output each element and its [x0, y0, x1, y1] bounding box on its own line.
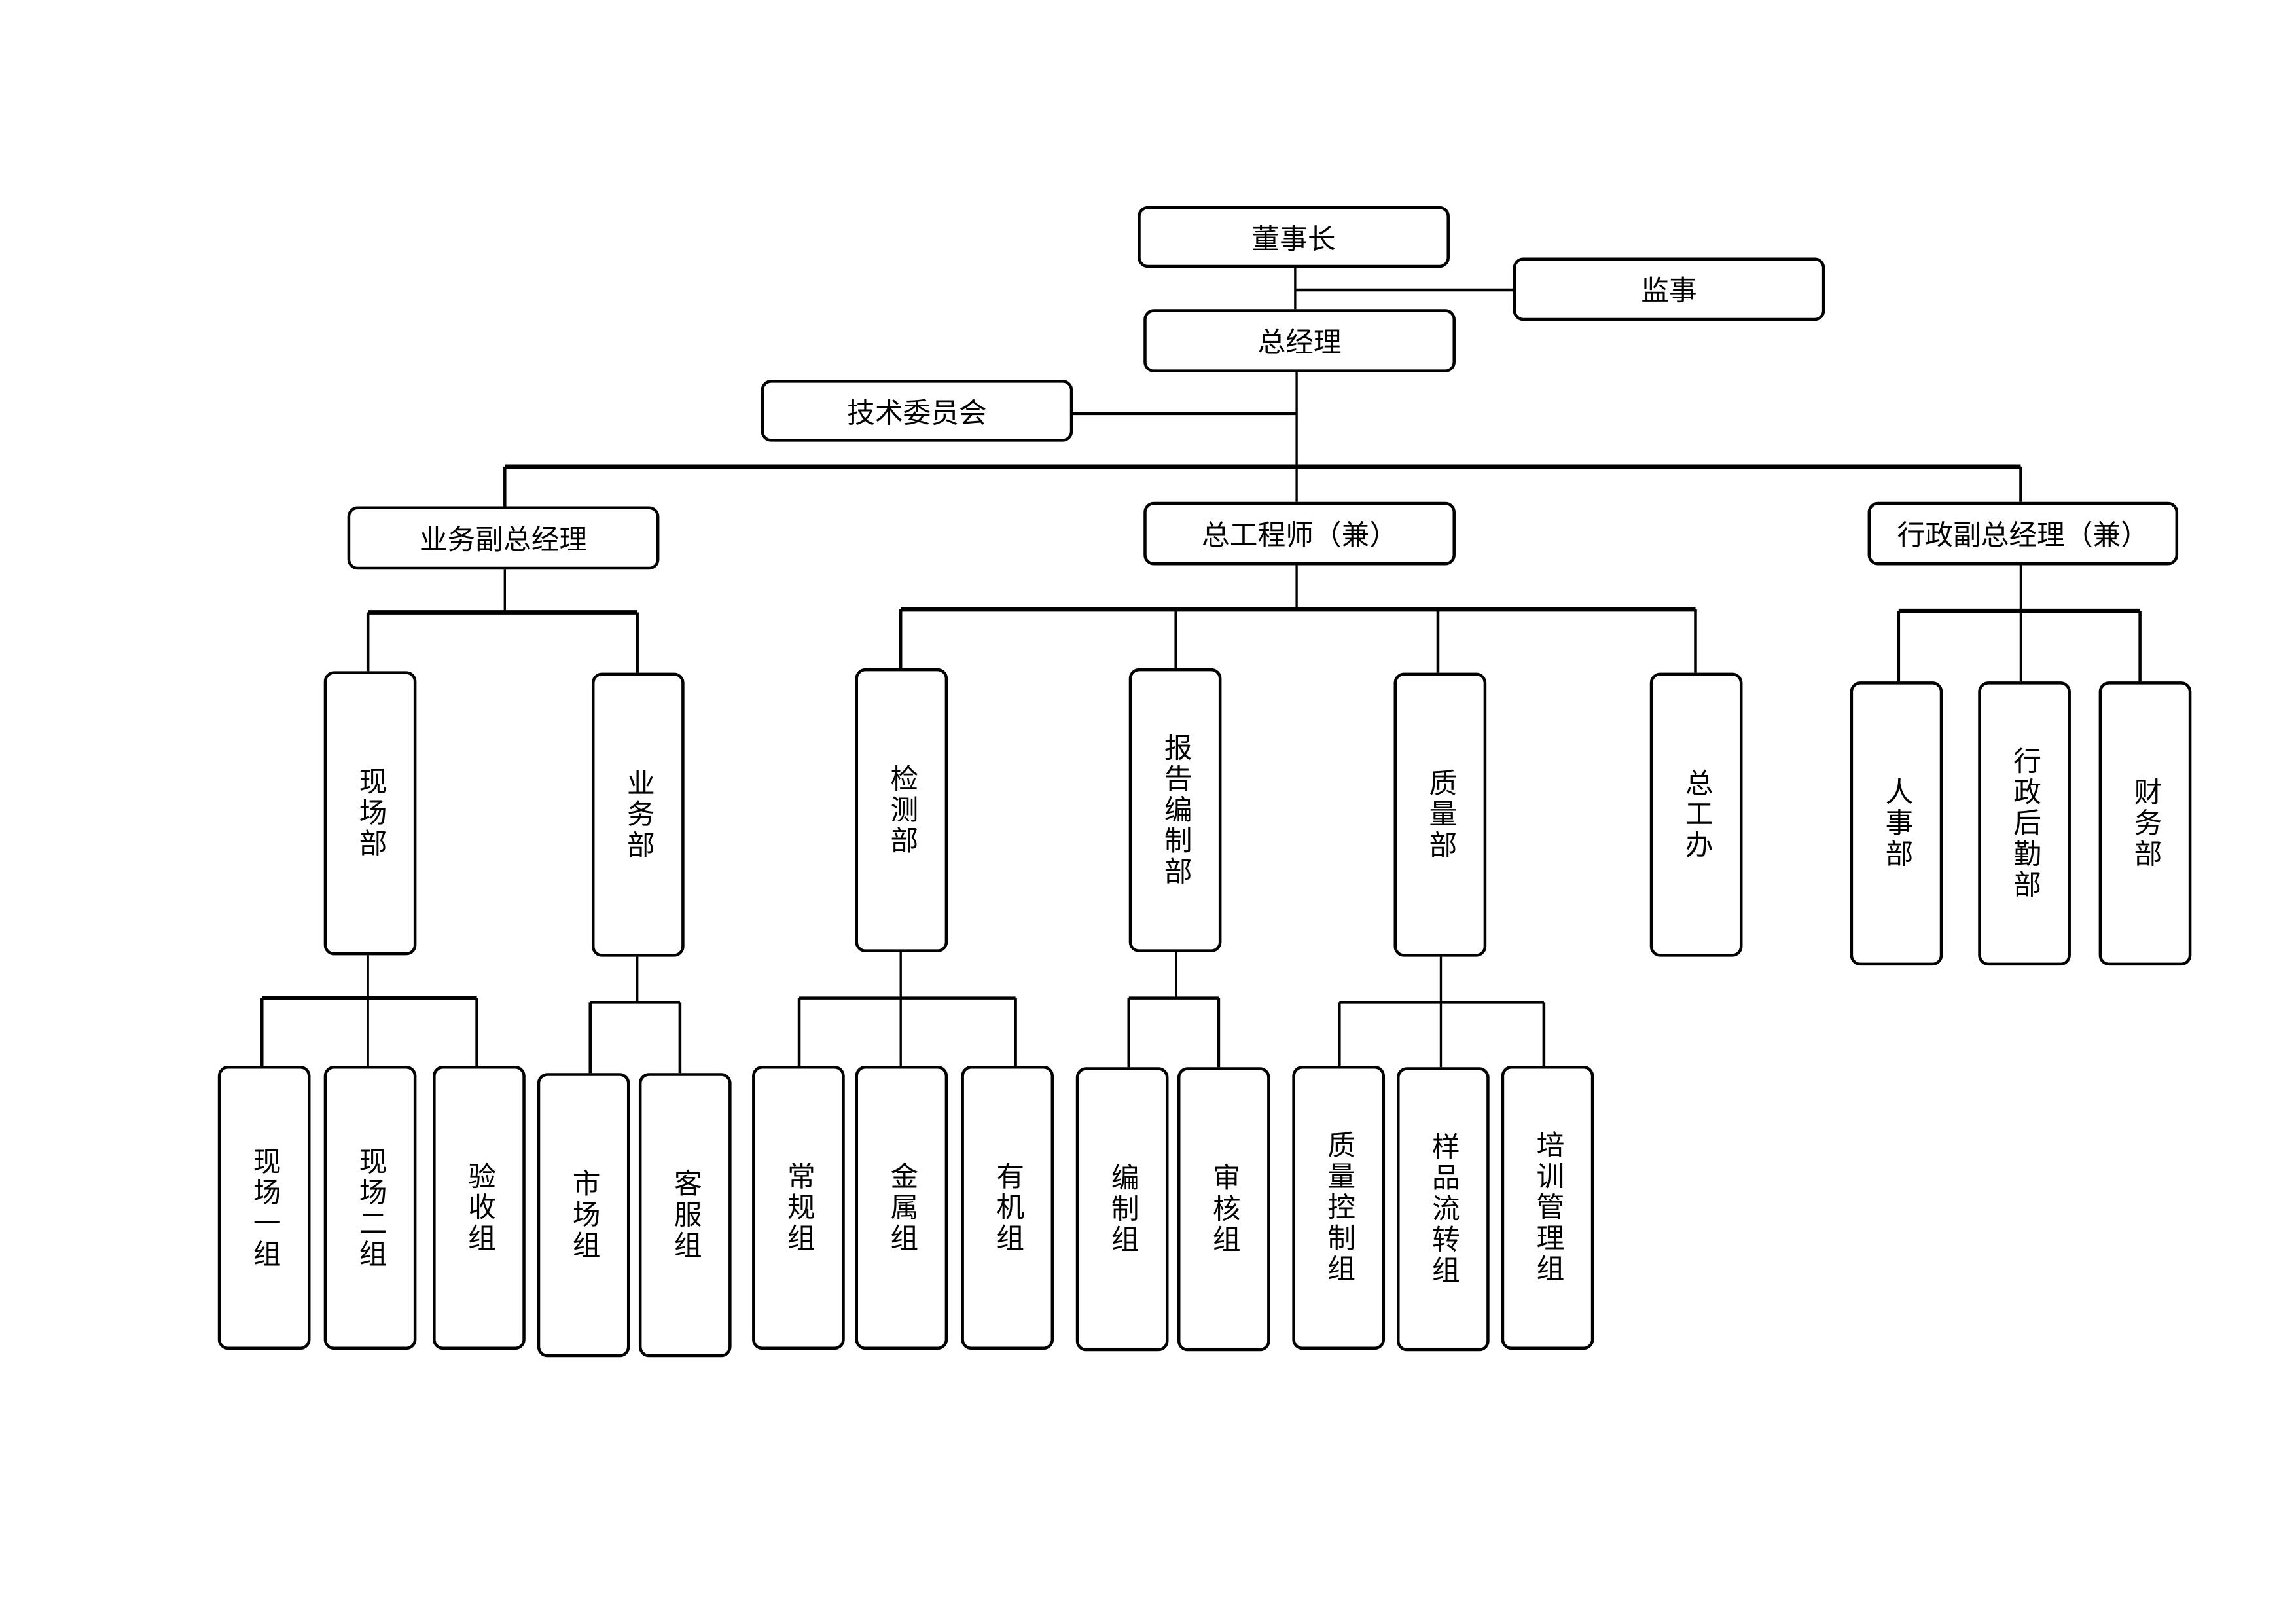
node-group: 有机组: [961, 1066, 1054, 1350]
node-tech-committee: 技术委员会: [761, 380, 1073, 442]
node-department: 检测部: [855, 668, 948, 952]
node-chairman: 董事长: [1138, 206, 1450, 268]
node-label: 人事部: [1880, 777, 1914, 870]
node-admin-vp: 行政副总经理（兼）: [1867, 501, 2179, 566]
node-group: 样品流转组: [1397, 1067, 1490, 1352]
node-department: 人事部: [1850, 681, 1943, 966]
node-label: 财务部: [2129, 777, 2162, 870]
node-department: 业务部: [591, 672, 685, 957]
node-group: 培训管理组: [1501, 1066, 1594, 1350]
node-label: 质量控制组: [1323, 1130, 1356, 1286]
node-label: 行政后勤部: [2009, 746, 2041, 901]
node-label: 现场二组: [354, 1146, 387, 1270]
node-label: 金属组: [886, 1161, 919, 1254]
node-general-manager: 总经理: [1143, 309, 1456, 372]
node-group: 客服组: [638, 1073, 732, 1358]
node-group: 编制组: [1075, 1067, 1169, 1352]
node-label: 检测部: [886, 764, 919, 857]
node-group: 金属组: [855, 1066, 948, 1350]
node-label: 行政副总经理（兼）: [1897, 519, 2149, 552]
node-label: 培训管理组: [1532, 1130, 1565, 1286]
node-group: 现场二组: [323, 1066, 417, 1350]
node-label: 验收组: [463, 1161, 496, 1254]
node-label: 样品流转组: [1427, 1132, 1460, 1287]
node-label: 报告编制部: [1159, 732, 1193, 888]
node-department: 现场部: [323, 671, 417, 956]
node-label: 常规组: [783, 1161, 816, 1254]
node-department: 质量部: [1393, 672, 1487, 957]
node-label: 总工程师（兼）: [1202, 519, 1398, 552]
node-business-vp: 业务副总经理: [347, 506, 660, 570]
node-group: 现场一组: [217, 1066, 311, 1350]
node-label: 现场部: [354, 767, 387, 860]
node-group: 验收组: [433, 1066, 526, 1350]
node-department: 报告编制部: [1128, 668, 1222, 952]
node-label: 市场组: [567, 1168, 601, 1262]
node-group: 质量控制组: [1292, 1066, 1386, 1350]
node-label: 监事: [1641, 275, 1697, 308]
node-label: 技术委员会: [847, 397, 987, 429]
node-chief-engineer: 总工程师（兼）: [1143, 501, 1456, 566]
node-label: 编制组: [1107, 1163, 1139, 1256]
node-label: 客服组: [670, 1168, 702, 1262]
node-label: 业务部: [622, 768, 655, 861]
node-group: 常规组: [752, 1066, 845, 1350]
node-label: 业务副总经理: [419, 524, 588, 557]
node-supervisor: 监事: [1513, 257, 1825, 321]
node-label: 总经理: [1257, 327, 1342, 359]
node-group: 审核组: [1177, 1067, 1270, 1352]
node-label: 董事长: [1251, 223, 1336, 256]
node-department: 财务部: [2098, 681, 2192, 966]
node-department: 行政后勤部: [1978, 681, 2071, 966]
node-label: 有机组: [992, 1161, 1025, 1254]
node-label: 审核组: [1208, 1163, 1241, 1256]
node-label: 现场一组: [249, 1146, 281, 1270]
node-group: 市场组: [537, 1073, 630, 1358]
node-label: 总工办: [1681, 768, 1713, 861]
node-label: 质量部: [1424, 768, 1458, 861]
node-department: 总工办: [1649, 672, 1743, 957]
